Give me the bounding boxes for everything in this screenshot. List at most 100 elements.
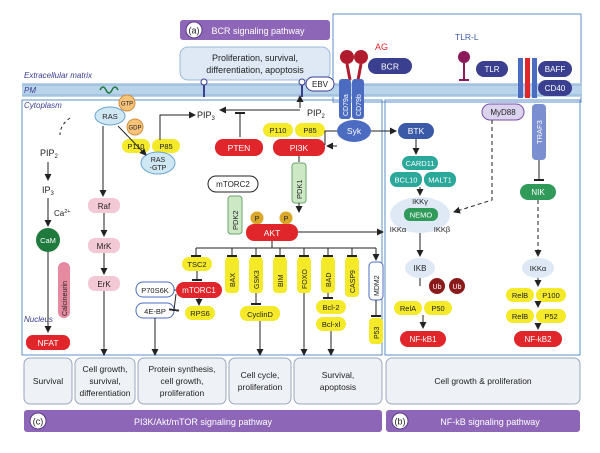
outcome-survapop-1: Survival, xyxy=(322,370,355,380)
outcome-survapop-2: apoptosis xyxy=(320,382,356,392)
pip2-label: PIP2 xyxy=(307,108,326,120)
phospho-2-label: P xyxy=(284,216,289,223)
cytoplasm-label: Cytoplasm xyxy=(24,101,62,110)
outcome-cycle-1: Cell cycle, xyxy=(241,370,280,380)
antigen-icon xyxy=(340,50,368,81)
tlrl-label: TLR-L xyxy=(455,32,479,42)
nfkb1-node xyxy=(400,331,446,347)
outcome-survival: Survival xyxy=(33,376,63,386)
pdk2-node xyxy=(227,195,243,235)
p85-node xyxy=(295,123,325,137)
outcome-cycle-box xyxy=(228,357,292,405)
rps6-label: RPS6 xyxy=(190,309,210,318)
p52-node xyxy=(536,309,566,323)
ub-2 xyxy=(449,278,465,294)
badge-b xyxy=(391,412,409,430)
p85-left-node xyxy=(152,139,180,153)
p50-node xyxy=(424,301,452,315)
akt-label: AKT xyxy=(264,228,281,238)
nemo-label: NEMO xyxy=(410,211,433,220)
mtorc1-label: mTORC1 xyxy=(182,286,216,295)
ca-label: Ca2+ xyxy=(54,209,71,218)
rela-label: RelA xyxy=(400,304,416,313)
bcl2-label: Bcl-2 xyxy=(322,303,339,312)
header-a-title: BCR signaling pathway xyxy=(211,26,305,36)
p110-label: P110 xyxy=(270,126,287,135)
tsc2-node xyxy=(182,257,212,271)
gsk3-node xyxy=(249,257,263,293)
membrane-receptor-2 xyxy=(298,78,306,97)
bcr-label: BCR xyxy=(381,62,399,72)
badge-b-label: (b) xyxy=(395,417,406,427)
baff-receptor-icon xyxy=(518,58,537,98)
mdm2-label: MDM2 xyxy=(374,275,381,296)
pip3-label: PIP3 xyxy=(197,110,216,122)
cyclind-label: CyclinD xyxy=(247,310,273,319)
cd40-label: CD40 xyxy=(545,84,566,93)
cd40-node xyxy=(538,80,572,96)
card11-label: CARD11 xyxy=(405,159,434,168)
badge-a xyxy=(185,21,203,39)
gtp-node xyxy=(118,94,136,112)
ip3-label: IP3 xyxy=(42,185,55,197)
cyclind-node xyxy=(240,306,280,321)
bcl10-node xyxy=(390,172,422,187)
pten-label: PTEN xyxy=(228,143,251,153)
bcl2-node xyxy=(316,300,346,314)
p53-node xyxy=(369,318,383,344)
pdk1-label: PDK1 xyxy=(295,179,304,199)
nfkb2-label: NF-kB2 xyxy=(524,335,552,344)
casp9-label: CASP9 xyxy=(350,270,357,293)
p53-label: P53 xyxy=(374,326,381,339)
pi3k-node xyxy=(273,139,325,156)
myd88-label: MyD88 xyxy=(490,108,516,117)
ebv-label: EBV xyxy=(312,80,329,89)
ikb-label: IKB xyxy=(414,264,427,273)
baff-node xyxy=(538,61,572,77)
bcr-outcome-line1: Proliferation, survival, xyxy=(212,53,298,63)
bclxl-node xyxy=(316,317,346,331)
pi3k-label: PI3K xyxy=(290,143,309,153)
header-a-bar xyxy=(180,20,330,40)
foxo-label: FOXO xyxy=(302,269,309,289)
outcome-protein-box xyxy=(137,357,227,405)
ub-1-label: Ub xyxy=(433,284,442,291)
ikka-label: IKKα xyxy=(390,225,407,234)
footer-b-title: NF-kB signaling pathway xyxy=(440,417,540,427)
ub-2-label: Ub xyxy=(453,284,462,291)
raf-label: Raf xyxy=(98,202,111,211)
bim-label: BIM xyxy=(278,274,285,287)
footer-c-title: PI3K/Akt/mTOR signaling pathway xyxy=(134,417,272,427)
outcome-survival-box xyxy=(23,357,73,405)
p70s6k-label: P70S6K xyxy=(141,286,169,295)
rps6-node xyxy=(185,306,215,320)
bad-node xyxy=(321,257,335,293)
bax-node xyxy=(225,257,239,293)
phospho-1-label: P xyxy=(255,216,260,223)
badge-a-label: (a) xyxy=(189,26,200,36)
ikka2-label: IKKα xyxy=(530,264,547,273)
rela-node xyxy=(394,301,422,315)
outcome-growth-3: differentiation xyxy=(80,388,131,398)
outcome-growth-1: Cell growth, xyxy=(83,364,128,374)
outcome-survapop-box xyxy=(293,357,383,405)
pm-label: PM xyxy=(24,86,36,95)
relb2-label: RelB xyxy=(512,312,528,321)
bcr-node xyxy=(368,58,412,74)
ikkb-label: IKKβ xyxy=(434,225,451,234)
nemo-node xyxy=(404,208,438,221)
relb1-label: RelB xyxy=(512,291,528,300)
erk-label: ErK xyxy=(97,280,111,289)
gdp-node xyxy=(126,118,144,136)
cd79b-label: CD79b xyxy=(356,94,363,116)
ikkg-label: IKKγ xyxy=(412,197,428,206)
syk-label: Syk xyxy=(347,126,362,136)
malt1-node xyxy=(424,172,456,187)
outcome-protein-2: cell growth, xyxy=(161,376,204,386)
pdk2-label: PDK2 xyxy=(231,210,240,230)
outcome-growthprolif: Cell growth & proliferation xyxy=(434,376,532,386)
bax-label: BAX xyxy=(230,273,237,287)
nucleus-label: Nucleus xyxy=(24,315,53,324)
